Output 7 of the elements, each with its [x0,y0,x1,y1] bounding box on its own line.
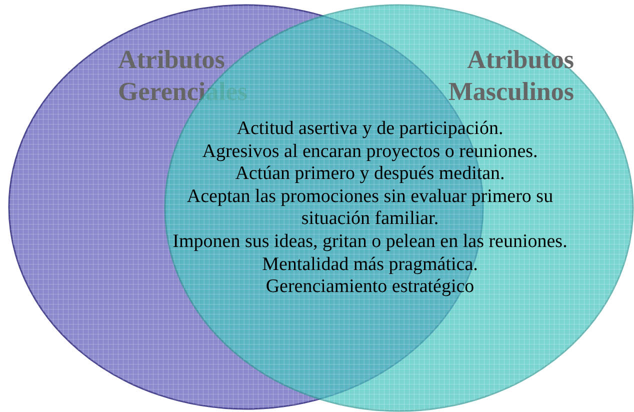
list-item-text: Aceptan las promociones sin evaluar primero su situación familiar. [186,186,554,231]
list-item-text: Imponen sus ideas, gritan o pelean en las reuniones. [172,230,568,254]
list-item-text: Mentalidad más pragmática. [261,254,479,276]
list-item-text: Actúan primero y después meditan. [234,163,506,186]
list-item-text: Actitud asertiva y de participación. [236,118,504,141]
list-item-text: Agresivos al encaran proyectos o reuniones. [201,140,539,164]
list-item-text: Gerenciamiento estratégico [264,276,476,299]
